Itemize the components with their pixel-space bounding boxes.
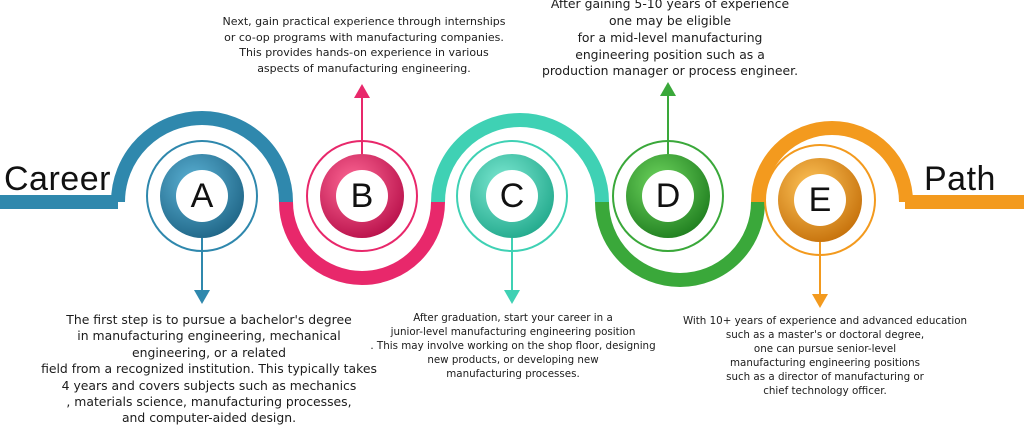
step-e-line: such as a master's or doctoral degree, <box>725 329 925 341</box>
step-a-line: , materials science, manufacturing proce… <box>66 393 352 409</box>
circle-e <box>764 144 876 256</box>
step-c-line: . This may involve working on the shop f… <box>370 340 656 352</box>
step-b-line: or co-op programs with manufacturing com… <box>224 30 504 44</box>
step-a-line: field from a recognized institution. Thi… <box>41 361 377 377</box>
step-d-description: After gaining 5-10 years of experience o… <box>530 0 810 80</box>
step-a-letter: A <box>190 177 214 215</box>
step-c-line: new products, or developing new <box>427 354 599 366</box>
wave-arc-b <box>279 201 445 285</box>
step-e-line: such as a director of manufacturing or <box>726 371 924 383</box>
arrow-a-down <box>194 238 210 304</box>
step-b-letter: B <box>350 177 374 215</box>
step-e-line: chief technology officer. <box>763 385 887 397</box>
step-b-line: This provides hands-on experience in var… <box>239 46 489 60</box>
step-a-line: The first step is to pursue a bachelor's… <box>66 312 352 327</box>
step-e-description: With 10+ years of experience and advance… <box>680 314 970 398</box>
arrow-d-up <box>660 82 676 154</box>
step-e-line: With 10+ years of experience and advance… <box>682 315 968 327</box>
step-d-line: After gaining 5-10 years of experience <box>550 0 790 11</box>
arrow-b-up <box>354 84 370 154</box>
circle-c <box>456 140 568 252</box>
step-a-description: The first step is to pursue a bachelor's… <box>24 312 394 427</box>
wave-arc-c <box>431 113 609 203</box>
arrow-e-down <box>812 242 828 308</box>
circle-d <box>612 140 724 252</box>
step-b-description: Next, gain practical experience through … <box>214 14 514 76</box>
step-e-line: one can pursue senior-level <box>753 343 897 355</box>
step-a-line: engineering, or a related <box>132 344 286 360</box>
step-c-letter: C <box>499 177 525 215</box>
step-d-line: engineering position such as a <box>575 46 765 62</box>
title-career: Career <box>4 160 111 198</box>
step-e-line: manufacturing engineering positions <box>729 357 920 369</box>
step-d-line: production manager or process engineer. <box>541 63 799 79</box>
step-a-line: and computer-aided design. <box>121 410 297 426</box>
step-c-line: After graduation, start your career in a <box>413 312 613 324</box>
wave-arc-e <box>751 121 913 203</box>
base-line-right <box>905 195 1024 209</box>
base-line-left <box>0 195 118 209</box>
step-e-letter: E <box>808 181 832 219</box>
step-b-line: aspects of manufacturing engineering. <box>257 61 471 75</box>
wave-arc-d <box>595 201 765 287</box>
step-c-line: manufacturing processes. <box>446 368 580 380</box>
step-d-line: for a mid-level manufacturing <box>577 29 763 45</box>
wave-arc-a <box>111 111 293 203</box>
step-d-line: one may be eligible <box>608 12 732 28</box>
step-b-line: Next, gain practical experience through … <box>222 15 506 28</box>
arrow-c-down <box>504 238 520 304</box>
step-c-line: junior-level manufacturing engineering p… <box>390 326 636 338</box>
title-path: Path <box>924 160 996 198</box>
circle-a <box>146 140 258 252</box>
step-c-description: After graduation, start your career in a… <box>368 311 658 381</box>
step-d-letter: D <box>655 177 681 215</box>
step-a-line: 4 years and covers subjects such as mech… <box>61 377 357 393</box>
step-a-line: in manufacturing engineering, mechanical <box>77 328 341 344</box>
